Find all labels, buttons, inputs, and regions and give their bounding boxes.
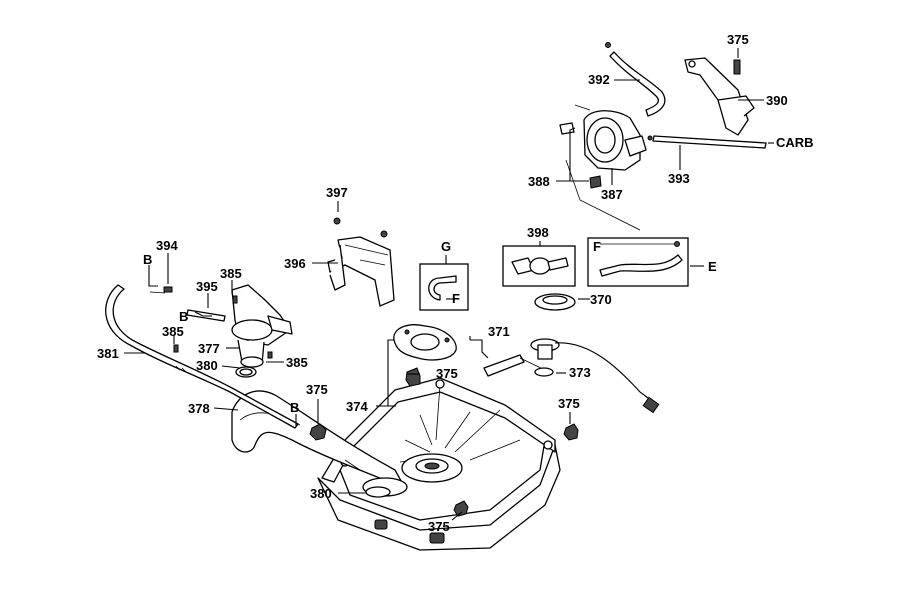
- fuel-line-393: [647, 135, 767, 149]
- callout-g-f: F: [452, 291, 460, 306]
- callout-370: 370: [590, 292, 612, 307]
- filler-neck: [231, 284, 293, 368]
- seal-ring-370: [534, 293, 576, 311]
- callout-e: E: [708, 259, 717, 274]
- callout-398: 398: [527, 225, 549, 240]
- fuel-pump-387: [559, 104, 647, 231]
- clamp-380-upper: [235, 366, 257, 378]
- callout-378: 378: [188, 401, 210, 416]
- callout-395: 395: [196, 279, 218, 294]
- callout-377: 377: [198, 341, 220, 356]
- leader-lines: [124, 48, 774, 521]
- callout-385-b: 385: [162, 324, 184, 339]
- callout-375-mid: 375: [436, 366, 458, 381]
- callout-392: 392: [588, 72, 610, 87]
- adapter-plate: [393, 324, 457, 361]
- callout-390: 390: [766, 93, 788, 108]
- bracket-390: [684, 57, 755, 136]
- callout-373: 373: [569, 365, 591, 380]
- callout-394: 394: [156, 238, 178, 253]
- callout-375-top: 375: [727, 32, 749, 47]
- hose-box-G: [419, 263, 469, 311]
- filter-box-398: [502, 245, 576, 287]
- callout-carb: CARB: [776, 135, 814, 150]
- screws-385: [173, 295, 273, 359]
- callout-g: G: [441, 239, 451, 254]
- callout-375-bottom: 375: [428, 519, 450, 534]
- callout-385-c: 385: [286, 355, 308, 370]
- callout-385-a: 385: [220, 266, 242, 281]
- callout-380-a: 380: [196, 358, 218, 373]
- callout-b-1: B: [143, 252, 152, 267]
- callout-388: 388: [528, 174, 550, 189]
- fuel-line-392: [605, 42, 666, 117]
- fuel-tank: [317, 377, 561, 551]
- fuel-sender-371: [483, 338, 660, 414]
- bracket-396: [327, 217, 395, 307]
- callout-396: 396: [284, 256, 306, 271]
- callout-380-b: 380: [310, 486, 332, 501]
- clamp-380-lower: [365, 486, 391, 498]
- callout-b-2: B: [179, 309, 188, 324]
- nuts-375: [309, 59, 741, 517]
- callout-381: 381: [97, 346, 119, 361]
- fuel-line-box-E: [587, 237, 689, 287]
- callout-e-f: F: [593, 239, 601, 254]
- callout-374: 374: [346, 399, 368, 414]
- callout-371: 371: [488, 324, 510, 339]
- callout-387: 387: [601, 187, 623, 202]
- callout-labels: 375 390 392 CARB 388 387 393 397 396 G F…: [97, 32, 814, 534]
- callout-375-left: 375: [306, 382, 328, 397]
- callout-375-right: 375: [558, 396, 580, 411]
- callout-393: 393: [668, 171, 690, 186]
- fitting-394: [149, 286, 173, 294]
- callout-397: 397: [326, 185, 348, 200]
- callout-b-3: B: [290, 400, 299, 415]
